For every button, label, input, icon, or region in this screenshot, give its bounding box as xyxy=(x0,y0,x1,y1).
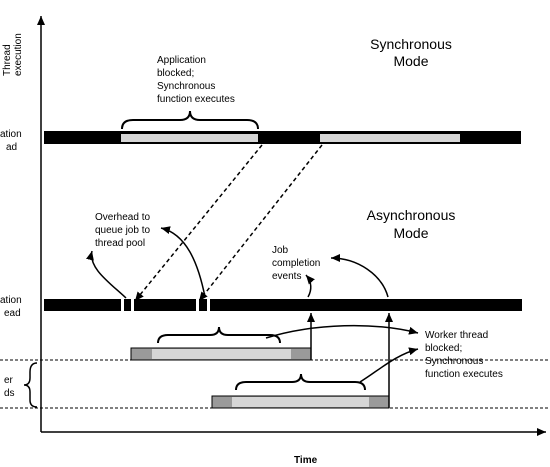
async-gap-1 xyxy=(121,299,124,311)
sync-mode-title-line2: Mode xyxy=(393,53,428,69)
overhead-arrow-right xyxy=(160,226,206,298)
completion-arrow-right xyxy=(330,254,389,298)
dispatch-arrow-2 xyxy=(198,144,323,302)
async-thread-label-line2: ead xyxy=(4,308,21,319)
async-thread-label-line1: ation xyxy=(0,295,22,306)
worker-annotation-line4: function executes xyxy=(425,369,503,380)
worker-label-line1: er xyxy=(4,375,14,386)
worker-annotation-line3: Synchronous xyxy=(425,356,483,367)
worker-brace xyxy=(23,362,38,408)
overhead-annotation-line2: queue job to xyxy=(95,225,150,236)
sync-annotation-line4: function executes xyxy=(157,94,235,105)
x-axis-label: Time xyxy=(294,455,318,466)
overhead-annotation-line1: Overhead to xyxy=(95,212,150,223)
worker-annotation-line2: blocked; xyxy=(425,343,462,354)
async-gap-3 xyxy=(196,299,199,311)
sync-thread-label-line1: ation xyxy=(0,129,22,140)
sync-mode-title-line1: Synchronous xyxy=(370,36,452,52)
overhead-arrow-left xyxy=(86,250,127,299)
async-mode-title-line2: Mode xyxy=(393,225,428,241)
completion-annotation-line3: events xyxy=(272,271,301,282)
worker2-blocked-segment xyxy=(232,397,369,407)
y-axis-label-line2: execution xyxy=(13,33,24,76)
completion-annotation-line2: completion xyxy=(272,258,320,269)
worker1-blocked-brace xyxy=(157,326,281,344)
worker2-blocked-brace xyxy=(235,373,366,391)
async-gap-4 xyxy=(207,299,210,311)
y-axis-label-line1: Thread xyxy=(2,44,13,76)
worker-label-line2: ds xyxy=(4,388,15,399)
sync-thread-label-line2: ad xyxy=(6,142,17,153)
worker-annotation-arrow-2 xyxy=(359,347,419,383)
sync-blocked-segment-1 xyxy=(121,134,258,142)
async-mode-title-line1: Asynchronous xyxy=(367,207,456,223)
completion-annotation-line1: Job xyxy=(272,245,289,256)
overhead-annotation-line3: thread pool xyxy=(95,238,145,249)
sync-blocked-segment-2 xyxy=(320,134,460,142)
dispatch-arrow-1 xyxy=(134,144,263,302)
sync-annotation-line1: Application xyxy=(157,55,206,66)
completion-arrow-left xyxy=(305,274,315,298)
worker-annotation-arrow-1 xyxy=(265,324,419,339)
async-thread-bar xyxy=(44,299,522,311)
worker1-blocked-segment xyxy=(152,349,291,359)
sync-annotation-line3: Synchronous xyxy=(157,81,215,92)
sync-blocked-brace xyxy=(121,110,259,130)
sync-annotation-line2: blocked; xyxy=(157,68,194,79)
async-gap-2 xyxy=(131,299,134,311)
worker-annotation-line1: Worker thread xyxy=(425,330,488,341)
